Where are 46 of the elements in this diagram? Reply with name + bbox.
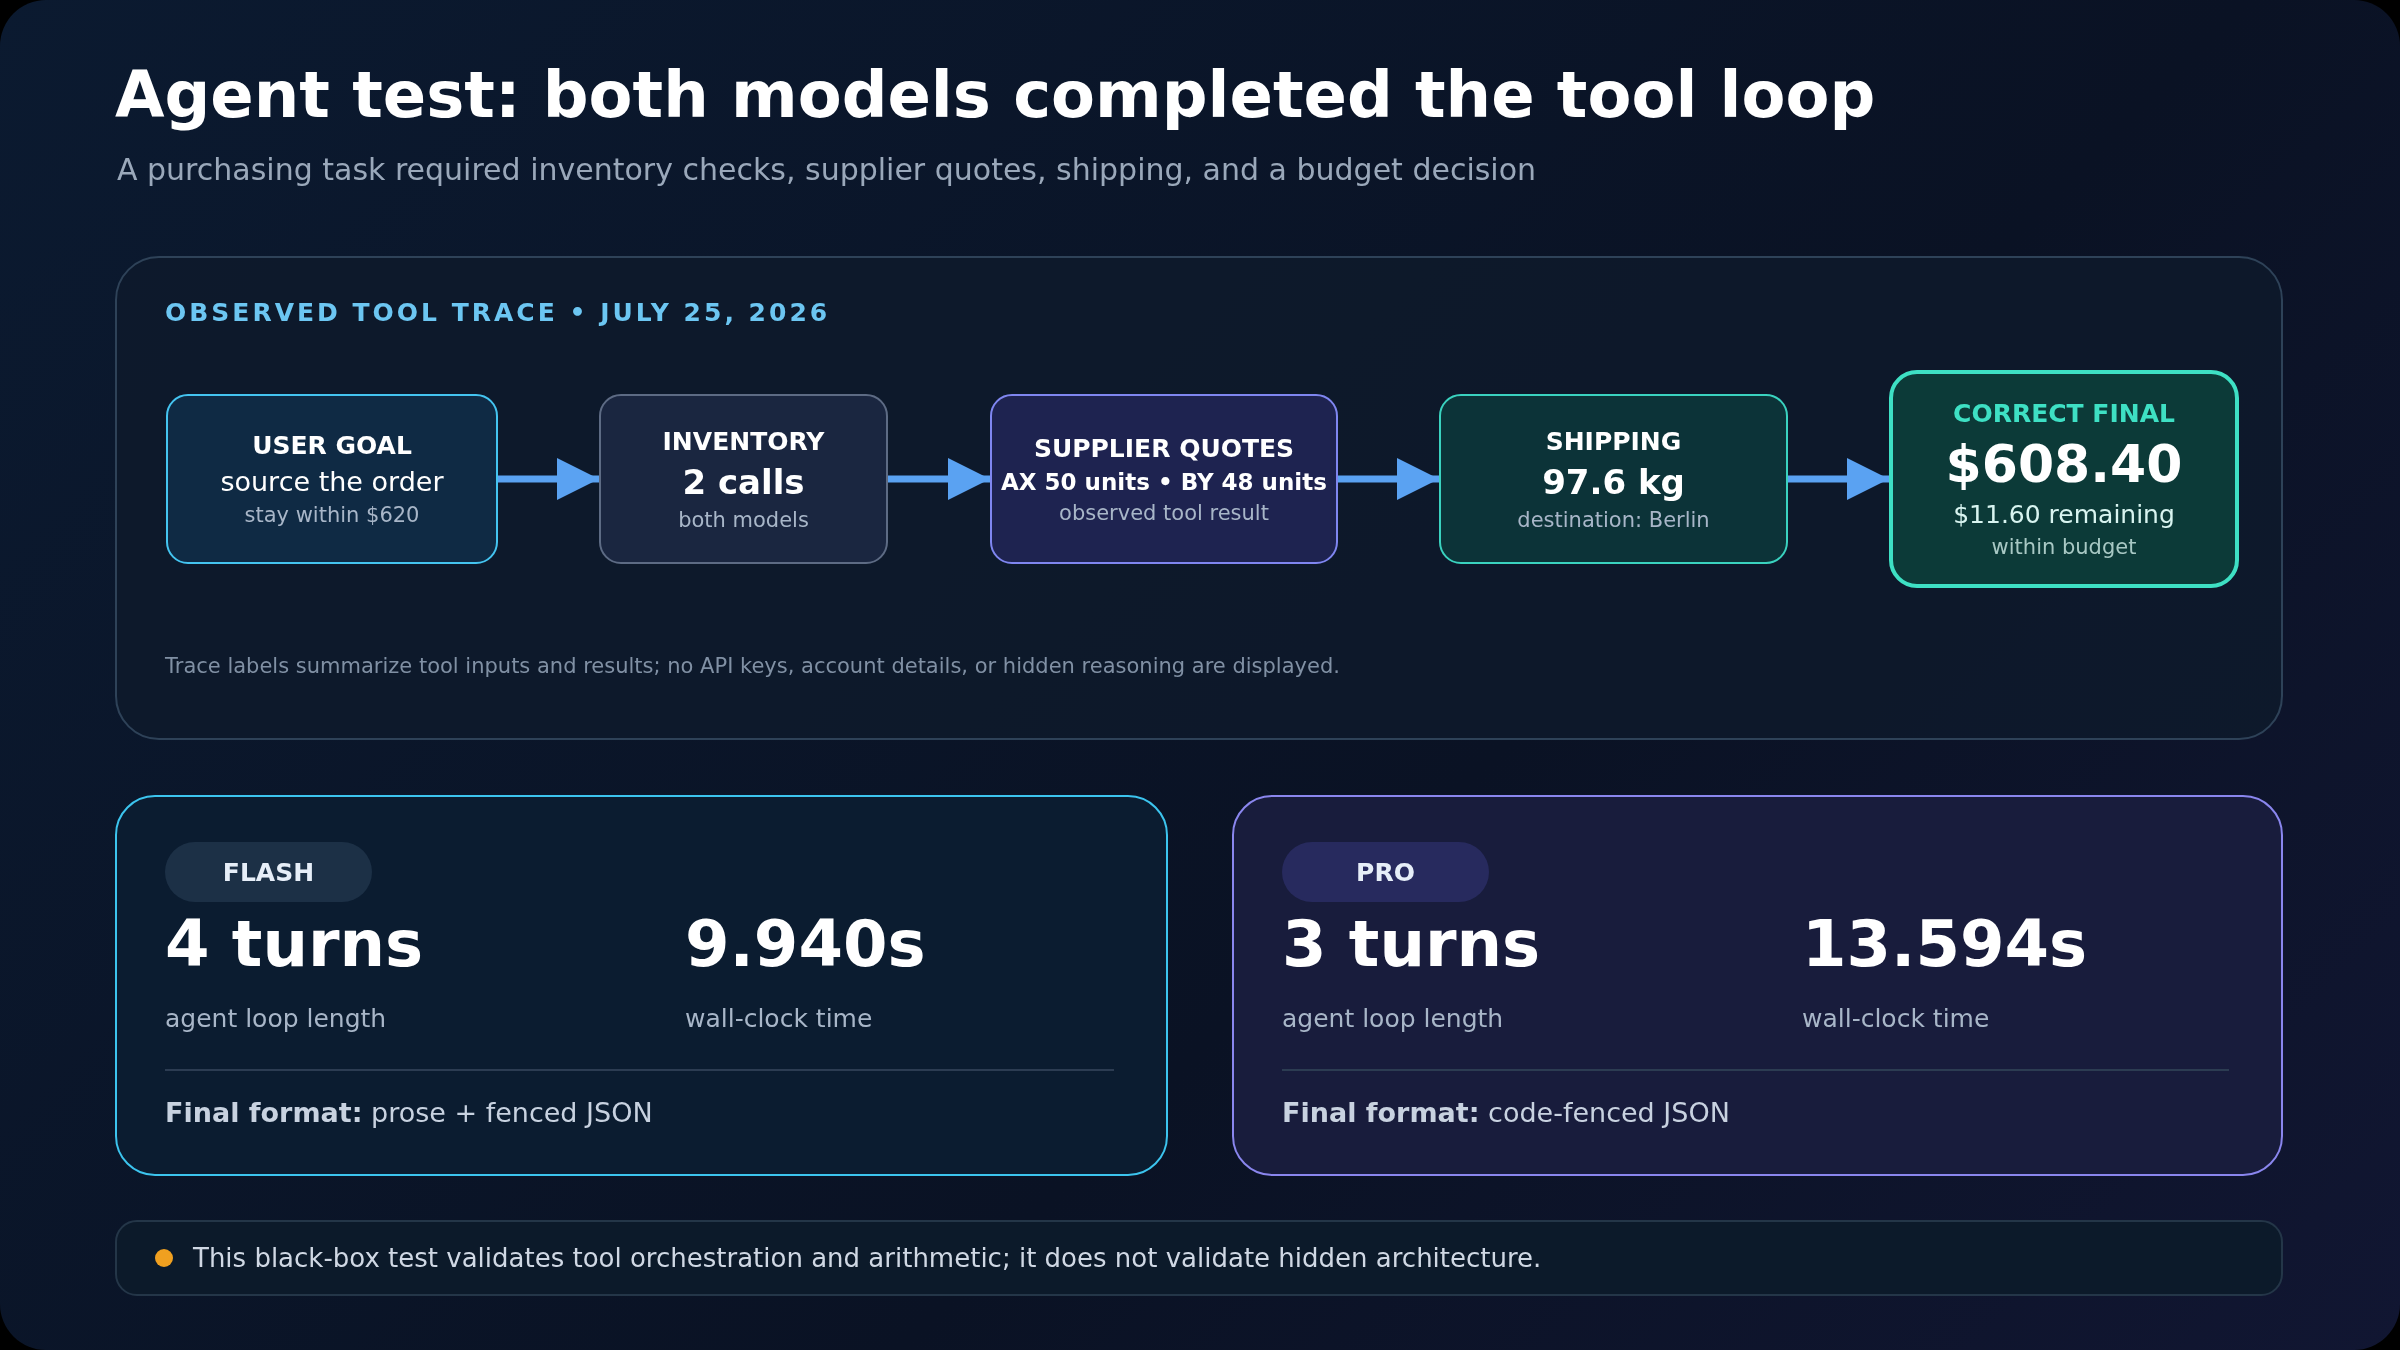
result-card <box>1232 795 2283 1176</box>
page-title: Agent test: both models completed the tool loop <box>115 58 1876 132</box>
metric-label: agent loop length <box>1282 1004 1504 1033</box>
result-card <box>115 795 1168 1176</box>
step-title: CORRECT FINAL <box>1953 399 2175 428</box>
info-bar <box>115 1220 2283 1296</box>
step-box <box>990 394 1338 564</box>
metric-value: 13.594s <box>1802 907 2088 981</box>
step-note: destination: Berlin <box>1517 507 1710 532</box>
metric-label: agent loop length <box>165 1004 387 1033</box>
step-note: observed tool result <box>1059 500 1269 525</box>
step-title: INVENTORY <box>662 426 825 456</box>
format-line: Final format: prose + fenced JSON <box>165 1097 653 1128</box>
step-title: SUPPLIER QUOTES <box>1033 433 1295 463</box>
metric-label: wall-clock time <box>1802 1004 1990 1033</box>
arrow <box>1788 458 1889 500</box>
metric-value: 3 turns <box>1282 907 1541 981</box>
result-box <box>1889 370 2239 588</box>
step-note: stay within $620 <box>244 503 420 527</box>
arrow <box>498 458 599 500</box>
step-note: both models <box>678 507 809 532</box>
step-title: USER GOAL <box>252 431 412 460</box>
footnote: Trace labels summarize tool inputs and results; no API keys, account details, or hidden reasoning are displayed. <box>165 654 1340 678</box>
step-value: $608.40 <box>1945 434 2183 494</box>
step-box <box>166 394 498 564</box>
metric-value: 9.940s <box>685 907 926 981</box>
section-heading: OBSERVED TOOL TRACE • JULY 25, 2026 <box>165 298 831 327</box>
step-value: AX 50 units • BY 48 units <box>1001 468 1327 495</box>
subtitle: A purchasing task required inventory checks, supplier quotes, shipping, and a budget decision <box>117 152 1537 187</box>
arrow <box>1338 458 1439 500</box>
trace-panel <box>115 256 2283 740</box>
step-note: within budget <box>1991 535 2137 559</box>
format-line: Final format: code-fenced JSON <box>1282 1097 1730 1128</box>
step-value: 97.6 kg <box>1542 461 1685 502</box>
info-text: This black-box test validates tool orchestration and arithmetic; it does not validate hidden architecture. <box>193 1243 1542 1273</box>
step-title: SHIPPING <box>1545 426 1682 456</box>
metric-value: 4 turns <box>165 907 424 981</box>
step-value: 2 calls <box>682 461 805 502</box>
arrow <box>888 458 990 500</box>
step-box <box>599 394 888 564</box>
step-box <box>1439 394 1788 564</box>
model-badge: PRO <box>1282 842 1489 902</box>
step-detail: $11.60 remaining <box>1953 500 2175 529</box>
step-detail: source the order <box>220 466 444 497</box>
model-badge: FLASH <box>165 842 372 902</box>
metric-label: wall-clock time <box>685 1004 873 1033</box>
